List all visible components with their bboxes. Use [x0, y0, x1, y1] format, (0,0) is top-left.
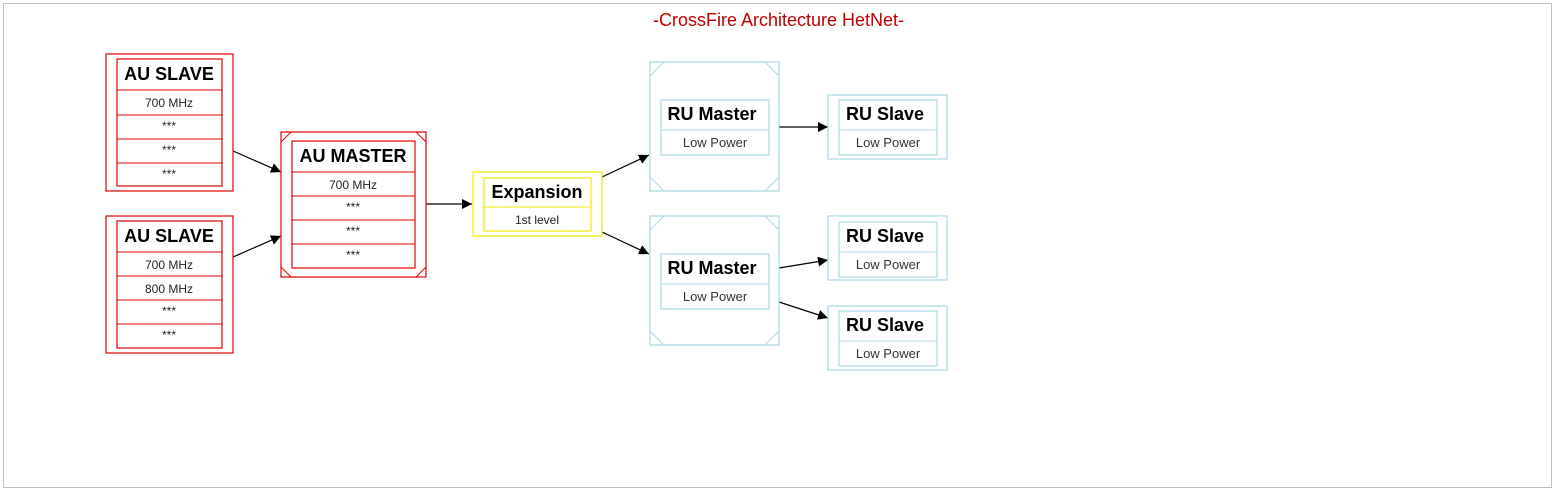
ru-slave-2-title: RU Slave	[846, 226, 924, 246]
ru-slave-1-title: RU Slave	[846, 104, 924, 124]
ru-slave-3-row-1: Low Power	[856, 346, 921, 361]
ru-master-node-1[interactable]: RU Master Low Power	[649, 61, 780, 192]
au-master-row-3: ***	[346, 224, 360, 238]
ru-slave-2-row-1: Low Power	[856, 257, 921, 272]
au-slave-1-row-2: ***	[162, 119, 176, 133]
ru-master-1-row-1: Low Power	[683, 135, 748, 150]
expansion-node[interactable]: Expansion 1st level	[472, 171, 603, 237]
edge-au-slave-2-to-au-master	[232, 235, 282, 258]
expansion-title: Expansion	[491, 182, 582, 202]
edge-expansion-to-ru-master-1	[601, 154, 650, 178]
au-master-row-4: ***	[346, 248, 360, 262]
ru-master-2-row-1: Low Power	[683, 289, 748, 304]
edge-expansion-to-ru-master-2	[601, 231, 650, 255]
au-slave-node-2[interactable]: AU SLAVE 700 MHz 800 MHz *** ***	[105, 215, 234, 354]
au-slave-1-title: AU SLAVE	[124, 64, 214, 84]
ru-master-1-title: RU Master	[667, 104, 756, 124]
au-slave-node-1[interactable]: AU SLAVE 700 MHz *** *** ***	[105, 53, 234, 192]
au-slave-1-row-3: ***	[162, 143, 176, 157]
edge-ru-master-2-to-ru-slave-3	[778, 301, 829, 320]
au-slave-2-row-3: ***	[162, 304, 176, 318]
edges	[232, 122, 829, 320]
ru-slave-node-1[interactable]: RU Slave Low Power	[827, 94, 948, 160]
ru-slave-node-3[interactable]: RU Slave Low Power	[827, 305, 948, 371]
diagram-frame	[3, 3, 1552, 488]
edge-au-slave-1-to-au-master	[232, 150, 282, 173]
ru-slave-1-row-1: Low Power	[856, 135, 921, 150]
ru-slave-3-title: RU Slave	[846, 315, 924, 335]
au-slave-1-row-4: ***	[162, 167, 176, 181]
expansion-row-1: 1st level	[515, 213, 559, 227]
ru-master-2-title: RU Master	[667, 258, 756, 278]
au-slave-2-row-4: ***	[162, 328, 176, 342]
au-slave-2-row-2: 800 MHz	[145, 282, 193, 296]
au-master-node[interactable]: AU MASTER 700 MHz *** *** ***	[280, 131, 427, 278]
au-master-row-2: ***	[346, 200, 360, 214]
au-slave-1-row-1: 700 MHz	[145, 96, 193, 110]
edge-ru-master-2-to-ru-slave-2	[778, 256, 829, 269]
au-slave-2-row-1: 700 MHz	[145, 258, 193, 272]
ru-slave-node-2[interactable]: RU Slave Low Power	[827, 215, 948, 281]
au-master-title: AU MASTER	[300, 146, 407, 166]
ru-master-node-2[interactable]: RU Master Low Power	[649, 215, 780, 346]
diagram-title: -CrossFire Architecture HetNet-	[652, 10, 905, 30]
au-slave-2-title: AU SLAVE	[124, 226, 214, 246]
au-master-row-1: 700 MHz	[329, 178, 377, 192]
